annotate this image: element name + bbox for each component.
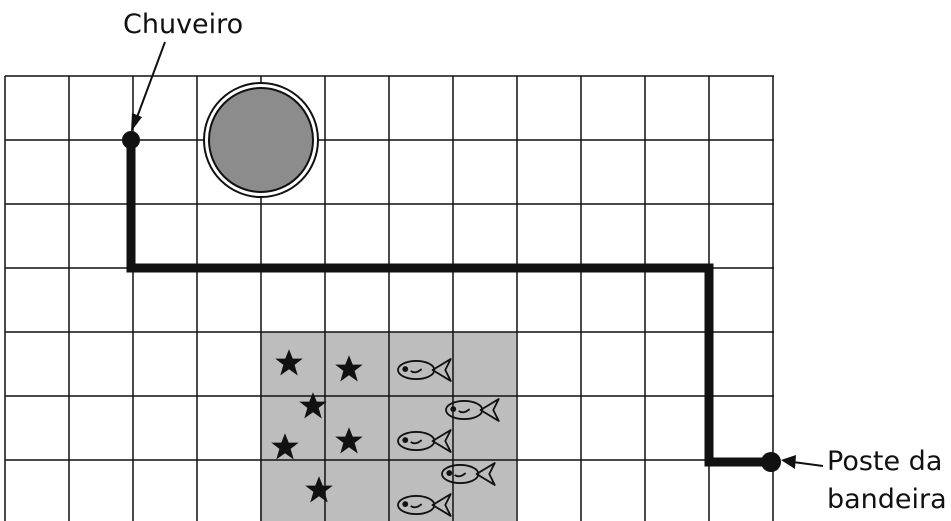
shower-label: Chuveiro <box>123 9 243 40</box>
fish-zone <box>388 332 516 521</box>
grid <box>5 76 774 521</box>
shower-point <box>122 131 140 149</box>
shower-callout <box>131 42 165 132</box>
flagpole-point <box>761 452 781 472</box>
flagpole-label-line2: bandeira <box>827 484 947 515</box>
flagpole-callout <box>781 455 823 469</box>
round-pool <box>204 83 318 197</box>
flagpole-label-line1: Poste da <box>827 446 942 477</box>
